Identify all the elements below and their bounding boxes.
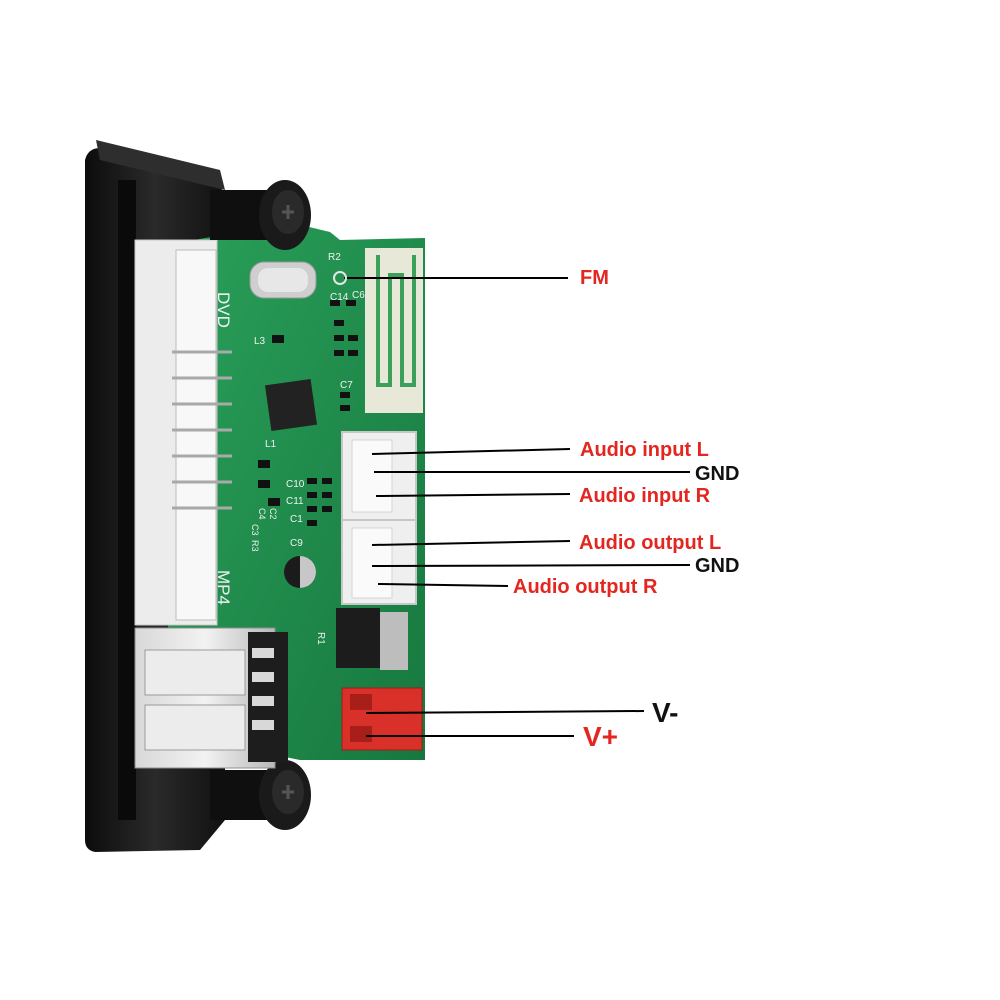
- silkscreen-r3: R3: [250, 540, 260, 552]
- leader-lines: [344, 277, 691, 737]
- leader-gnd-2: [371, 564, 691, 567]
- silkscreen-c7: C7: [340, 380, 353, 391]
- smd-components: [258, 300, 358, 526]
- fm-solder-point: [333, 271, 347, 285]
- silkscreen-r2: R2: [328, 252, 341, 263]
- leader-audio-input-r: [375, 493, 571, 497]
- screw-bottom: [210, 760, 311, 830]
- crystal-oscillator: [249, 261, 317, 299]
- label-audio-output-l: Audio output L: [579, 532, 722, 554]
- label-audio-input-l: Audio input L: [580, 439, 709, 461]
- capacitor: [284, 556, 316, 588]
- leader-audio-output-l: [371, 540, 571, 546]
- antenna-module: [365, 248, 423, 413]
- audio-output-connector: [341, 519, 417, 605]
- silkscreen-dvd: DVD: [214, 292, 233, 328]
- silkscreen: DVD MP4 R1 R2 C14 C6 C7 C10 C11 C1 C9 C4…: [214, 252, 365, 645]
- voltage-regulator: [336, 608, 408, 670]
- usb-port: [134, 627, 288, 769]
- main-ic: [265, 379, 317, 431]
- power-connector: [341, 687, 423, 751]
- leader-v-minus: [365, 710, 645, 714]
- label-v-minus: V-: [652, 697, 679, 728]
- leader-audio-input-l: [371, 448, 571, 455]
- label-gnd-2: GND: [695, 555, 740, 577]
- label-fm: FM: [580, 267, 609, 289]
- silkscreen-c10: C10: [286, 479, 305, 490]
- leader-audio-output-r: [377, 583, 509, 587]
- label-gnd-1: GND: [695, 463, 740, 485]
- silkscreen-mp4: MP4: [214, 570, 233, 605]
- audio-input-connector: [341, 431, 417, 521]
- silkscreen-c3: C3: [250, 524, 260, 536]
- silkscreen-c11: C11: [286, 496, 304, 507]
- screw-top: [210, 180, 311, 250]
- display-connector: [134, 239, 218, 626]
- label-audio-output-r: Audio output R: [513, 576, 658, 598]
- header-pins: [172, 350, 232, 510]
- silkscreen-c1: C1: [290, 514, 303, 525]
- silkscreen-c2: C2: [268, 508, 278, 520]
- silkscreen-l3: L3: [254, 336, 266, 347]
- silkscreen-c4: C4: [257, 508, 267, 520]
- label-audio-input-r: Audio input R: [579, 485, 711, 507]
- silkscreen-l1: L1: [265, 439, 277, 450]
- silkscreen-c14: C14: [330, 292, 349, 303]
- label-v-plus: V+: [583, 721, 619, 752]
- silkscreen-r1: R1: [315, 632, 326, 645]
- silkscreen-c6: C6: [352, 290, 365, 301]
- silkscreen-c9: C9: [290, 538, 303, 549]
